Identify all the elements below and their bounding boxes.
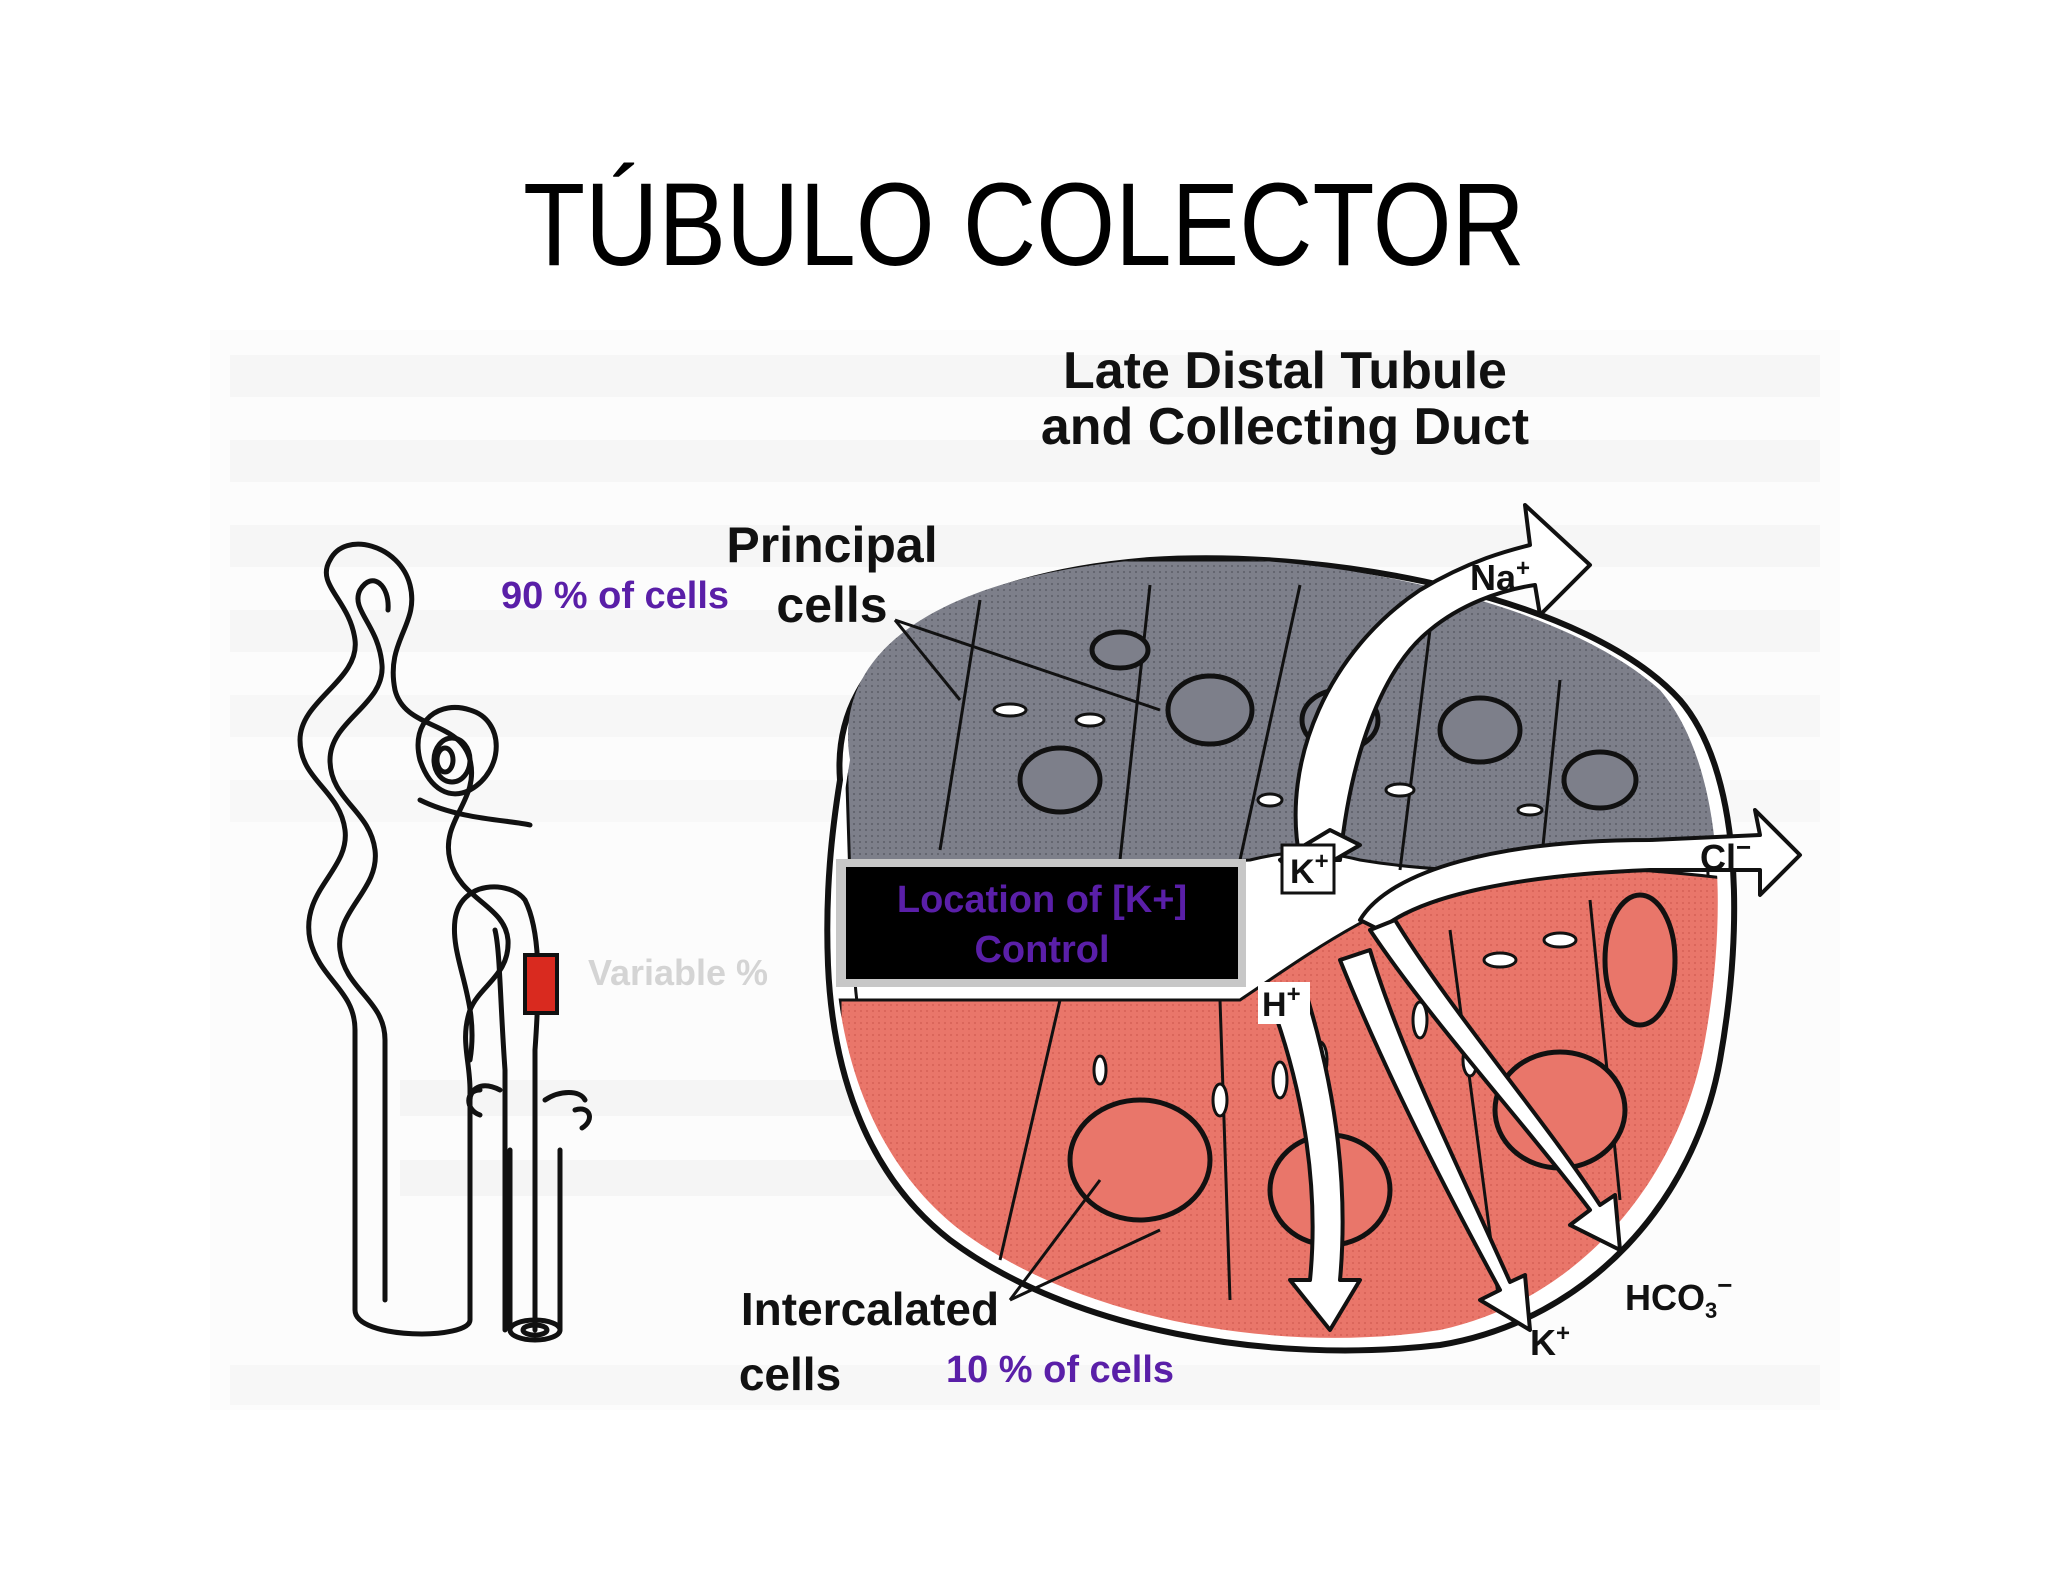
highlight-segment <box>523 953 559 1015</box>
ion-k-out: K+ <box>1530 1320 1570 1363</box>
location-box-line1: Location of [K+] <box>897 879 1187 921</box>
ion-k-in: K+ <box>1280 843 1336 895</box>
intercalated-label-line2: cells <box>739 1348 841 1400</box>
ion-cl: Cl− <box>1700 832 1751 878</box>
svg-text:H+: H+ <box>1262 981 1301 1024</box>
nephron-outline <box>297 541 511 1337</box>
slide-title: TÚBULO COLECTOR <box>523 159 1525 291</box>
arrow-k-lower <box>1338 948 1532 1332</box>
intercalated-percent: 10 % of cells <box>946 1349 1174 1391</box>
location-box-line2: Control <box>974 929 1109 971</box>
svg-text:K+: K+ <box>1290 848 1329 891</box>
nephron-illustration <box>297 541 592 1343</box>
ion-na: Na+ <box>1470 555 1530 598</box>
tubule-cross-section <box>824 503 1802 1354</box>
principal-percent: 90 % of cells <box>501 575 729 617</box>
duct-opening <box>507 1317 563 1343</box>
arrow-h <box>1268 988 1362 1332</box>
principal-label-line2: cells <box>776 577 887 633</box>
glomerulus-cup <box>415 704 499 797</box>
diagram-heading-line1: Late Distal Tubule <box>1063 342 1507 400</box>
intercalated-nucleus <box>1067 1097 1213 1223</box>
arrow-na <box>1293 503 1592 862</box>
nephron-inner-loop <box>327 578 391 1303</box>
principal-nucleus <box>1437 695 1523 765</box>
ion-h: H+ <box>1258 981 1310 1024</box>
ion-hco3: HCO3− <box>1625 1270 1732 1323</box>
label-leaders <box>893 618 1161 1302</box>
location-box: Location of [K+] Control <box>836 859 1246 987</box>
principal-label-line1: Principal <box>726 517 937 573</box>
diagram-heading-line2: and Collecting Duct <box>1041 398 1529 456</box>
principal-nucleus <box>1561 749 1639 811</box>
arrow-cl <box>1358 808 1802 932</box>
principal-nucleus <box>1017 745 1103 815</box>
arrow-hco3 <box>1368 918 1622 1252</box>
variable-percent: Variable % <box>588 952 768 993</box>
principal-nucleus <box>1165 673 1255 747</box>
intercalated-label-line1: Intercalated <box>741 1283 999 1335</box>
glomerulus <box>431 735 473 785</box>
